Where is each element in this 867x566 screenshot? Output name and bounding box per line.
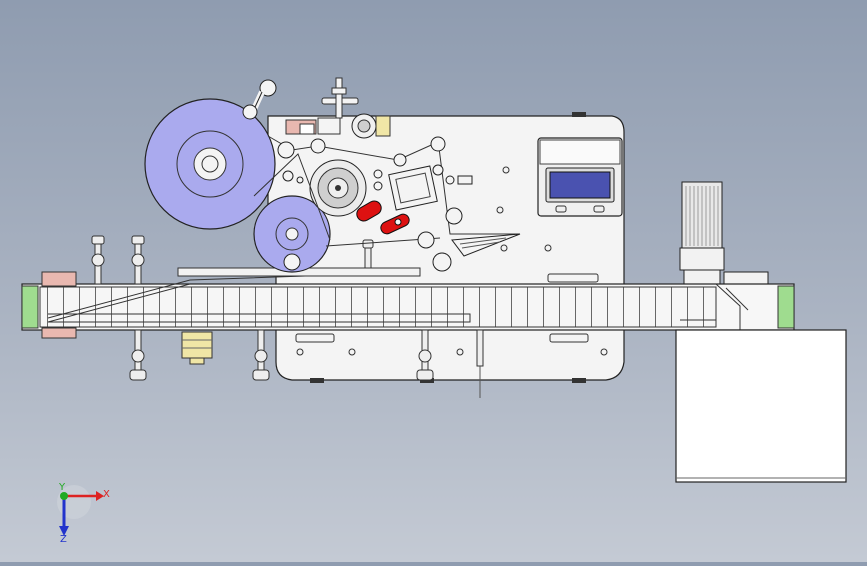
tension-assembly bbox=[285, 77, 391, 139]
sensor-bracket bbox=[181, 331, 213, 365]
x-axis-label: X bbox=[103, 489, 110, 500]
drive-roller bbox=[309, 159, 367, 217]
z-axis-label: Z bbox=[60, 534, 67, 545]
guide-rollers bbox=[242, 79, 463, 272]
backing-rewind-roll bbox=[253, 195, 331, 273]
y-axis-dot bbox=[60, 492, 68, 500]
coordinate-triad: X Y Z bbox=[57, 482, 110, 545]
height-adjust-knobs bbox=[91, 235, 374, 285]
label-sensor bbox=[388, 165, 473, 211]
red-pressure-roller bbox=[356, 200, 410, 235]
conveyor-motor bbox=[679, 181, 769, 285]
hmi-screen[interactable] bbox=[549, 171, 611, 199]
control-panel bbox=[537, 137, 623, 217]
y-axis-label: Y bbox=[58, 482, 66, 493]
label-supply-roll bbox=[144, 98, 276, 230]
conveyor-belt bbox=[21, 267, 795, 339]
collection-table bbox=[675, 329, 847, 483]
leveling-feet bbox=[129, 329, 484, 398]
peel-plate bbox=[451, 233, 521, 257]
